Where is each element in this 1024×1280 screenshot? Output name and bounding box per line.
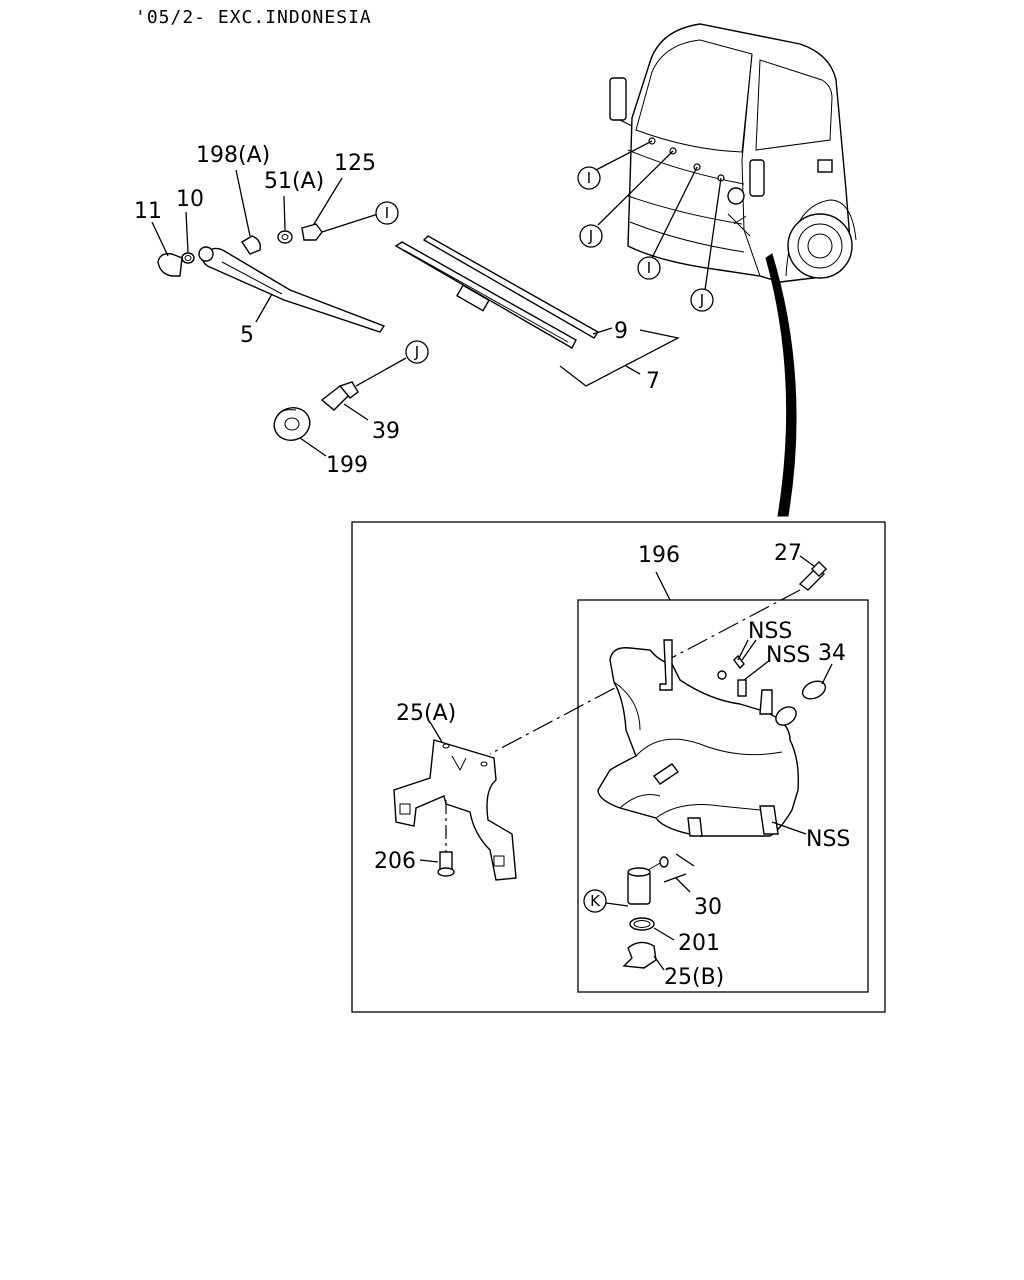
nut-10 [181,211,195,264]
washer-51a [277,195,293,244]
nss-nipple [737,659,771,697]
washer-tank-inner-frame [577,599,869,993]
label-nss-2: NSS [766,643,810,668]
nozzle-39 [320,357,407,421]
ref-j-marker-1: J [579,224,603,248]
label-part-10: 10 [176,187,204,212]
nss-screws [717,639,757,680]
label-part-198a: 198(A) [196,143,270,168]
label-part-30: 30 [694,895,722,920]
label-part-5: 5 [240,323,254,348]
ref-i-marker-2: I [637,256,661,280]
bushing-198a [235,169,262,255]
truck-cab-illustration [595,23,857,291]
svg-text:J: J [699,291,704,309]
label-part-196: 196 [638,543,680,568]
svg-text:I: I [587,169,591,187]
wiper-arm [198,246,386,333]
washer-tank-detail-frame [351,521,886,1013]
bolt-27 [798,555,828,591]
svg-text:I: I [385,204,389,222]
clamp-25b [622,941,665,971]
washer-tank-196 [597,639,800,837]
svg-text:I: I [647,259,651,277]
ref-j-marker-2: J [690,288,714,312]
bracket-25a [393,721,517,881]
svg-text:K: K [590,892,601,910]
label-part-51a: 51(A) [264,169,324,194]
nut-125 [301,177,379,241]
label-part-25a: 25(A) [396,701,456,726]
grommet-201 [629,917,675,941]
label-part-7: 7 [646,369,660,394]
ref-i-marker-1: I [577,166,601,190]
label-part-125: 125 [334,151,376,176]
wiper-cap-11 [151,221,183,277]
label-part-199: 199 [326,453,368,478]
cap-34 [801,663,833,700]
label-part-39: 39 [372,419,400,444]
label-part-34: 34 [818,641,846,666]
label-part-25b: 25(B) [664,965,724,990]
bolt-206 [419,800,455,877]
label-part-27: 27 [774,541,802,566]
label-nss-1: NSS [748,619,792,644]
label-part-201: 201 [678,931,720,956]
diagram-title: '05/2- EXC.INDONESIA [135,7,372,28]
svg-text:J: J [588,227,593,245]
label-part-9: 9 [614,319,628,344]
label-nss-3: NSS [806,827,850,852]
label-part-206: 206 [374,849,416,874]
ref-k-marker: K [583,889,629,913]
svg-text:J: J [414,343,419,361]
label-part-11: 11 [134,199,162,224]
ref-i-marker-3: I [375,201,399,225]
washer-pump-30 [627,853,695,905]
grommet-199 [273,407,327,457]
wiper-blade [394,235,680,387]
detail-pointer-arrow [765,253,797,517]
ref-j-marker-3: J [405,340,429,364]
